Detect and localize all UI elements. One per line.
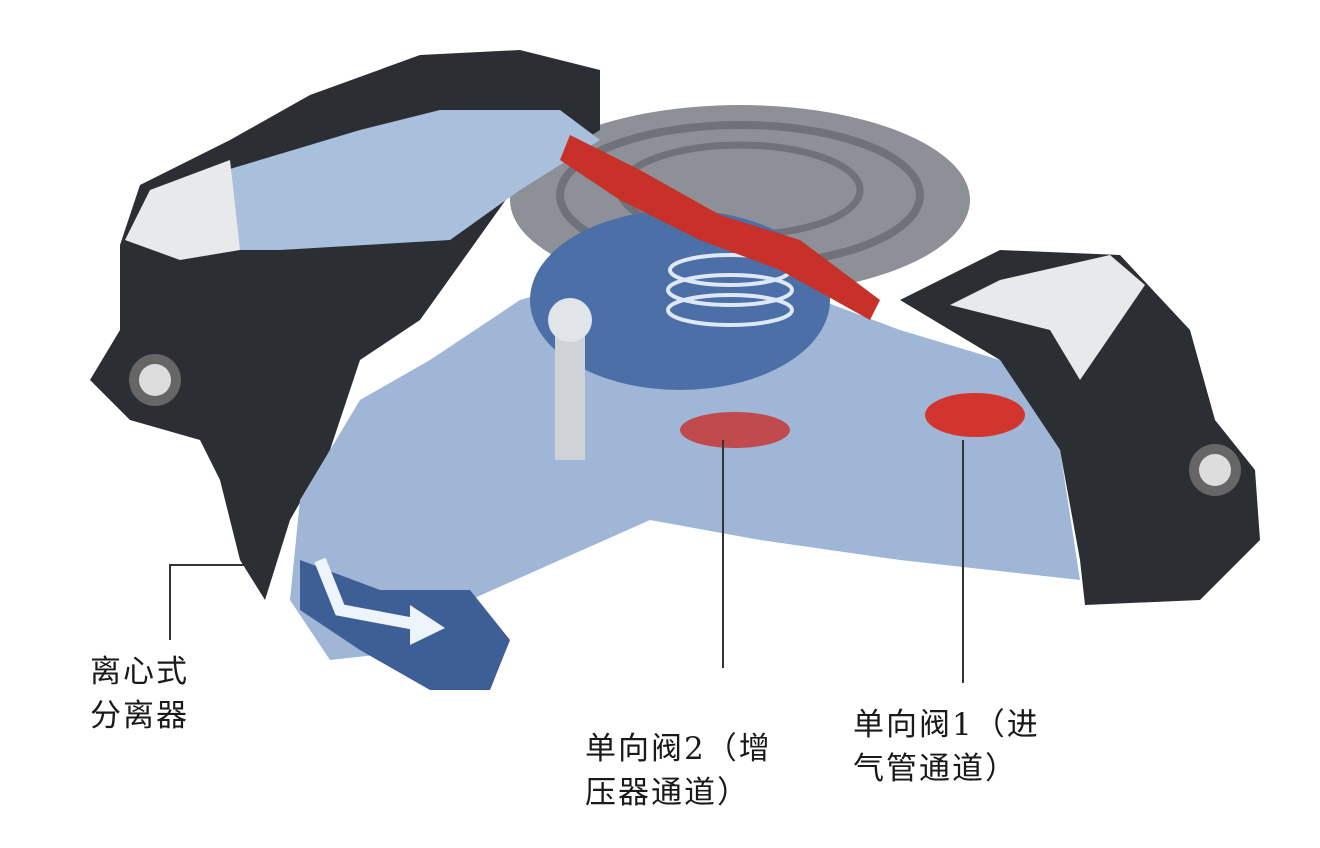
interior-cutaway — [290, 260, 1080, 660]
label-line: 单向阀2（增 — [585, 731, 772, 767]
label-check-valve-2: 单向阀2（增 压器通道） — [585, 727, 772, 815]
cap-right — [950, 255, 1145, 380]
bolt-center — [548, 298, 592, 460]
bolt-left — [129, 354, 181, 406]
label-line: 气管通道） — [853, 751, 1018, 787]
check-valve-2-disc — [680, 412, 790, 448]
label-line: 分离器 — [90, 698, 189, 734]
upper-chamber — [210, 110, 600, 250]
housing-right — [900, 250, 1260, 605]
flow-arrow-head — [410, 605, 445, 645]
bolt-right — [1189, 444, 1241, 496]
flow-arrow — [314, 557, 422, 631]
label-line: 离心式 — [90, 654, 189, 690]
diaphragm — [560, 135, 880, 320]
label-check-valve-1: 单向阀1（进 气管通道） — [853, 703, 1040, 791]
label-line: 单向阀1（进 — [853, 707, 1040, 743]
label-centrifugal-separator: 离心式 分离器 — [90, 650, 189, 738]
cap-left — [125, 160, 240, 260]
check-valve-1-disc — [925, 393, 1025, 437]
leader-line-separator — [169, 564, 250, 640]
label-line: 压器通道） — [585, 775, 750, 811]
